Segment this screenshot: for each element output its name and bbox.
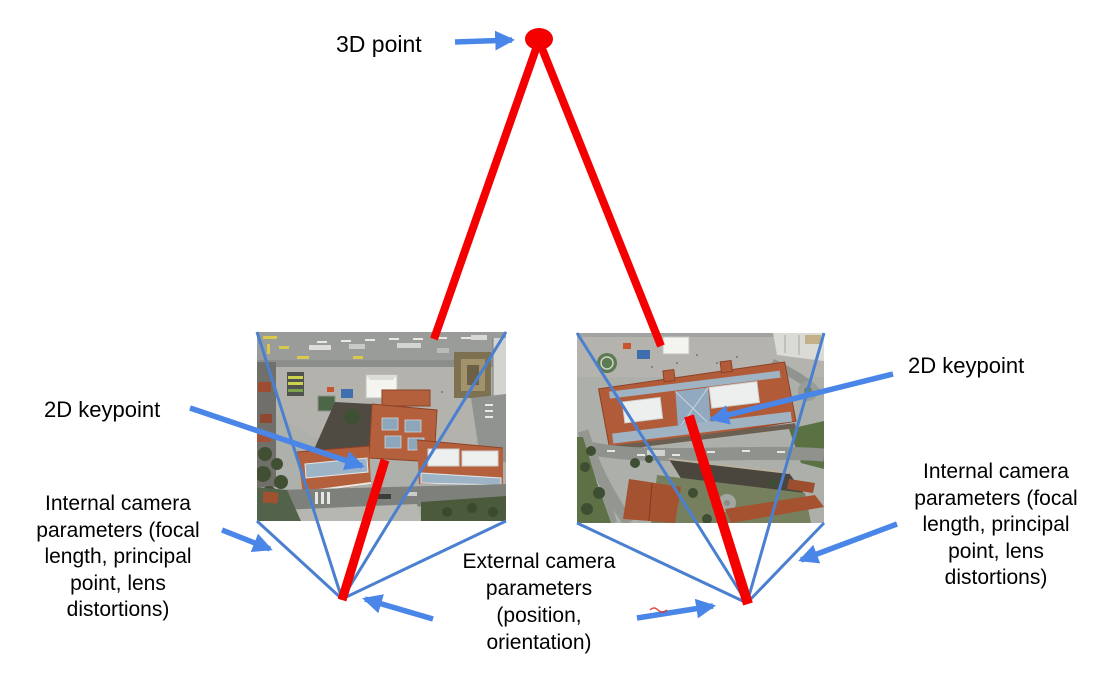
annotation-arrows bbox=[189, 30, 898, 622]
label-internal-params-left: Internal camera parameters (focal length… bbox=[36, 492, 200, 621]
label-2d-keypoint-left: 2D keypoint bbox=[44, 397, 161, 422]
aerial-photo-right bbox=[577, 333, 824, 523]
arrow-external-params-right bbox=[636, 598, 716, 621]
label-internal-params-right: Internal camera parameters (focal length… bbox=[914, 460, 1078, 589]
arrow-internal-params-right bbox=[798, 521, 898, 564]
label-3d-point: 3D point bbox=[336, 31, 422, 57]
arrow-internal-params-left bbox=[220, 527, 273, 553]
label-external-params: External camera parameters (position, or… bbox=[462, 550, 616, 654]
red-squiggle-mark bbox=[649, 607, 668, 613]
ray-3dpoint-to-left-image bbox=[430, 44, 541, 341]
aerial-photo-left bbox=[257, 332, 506, 521]
3d-point-dot bbox=[525, 28, 553, 50]
label-2d-keypoint-right: 2D keypoint bbox=[908, 353, 1025, 378]
ray-3dpoint-to-right-image bbox=[537, 44, 665, 348]
arrow-external-params-left bbox=[362, 594, 434, 622]
arrow-3d-point bbox=[454, 30, 515, 51]
